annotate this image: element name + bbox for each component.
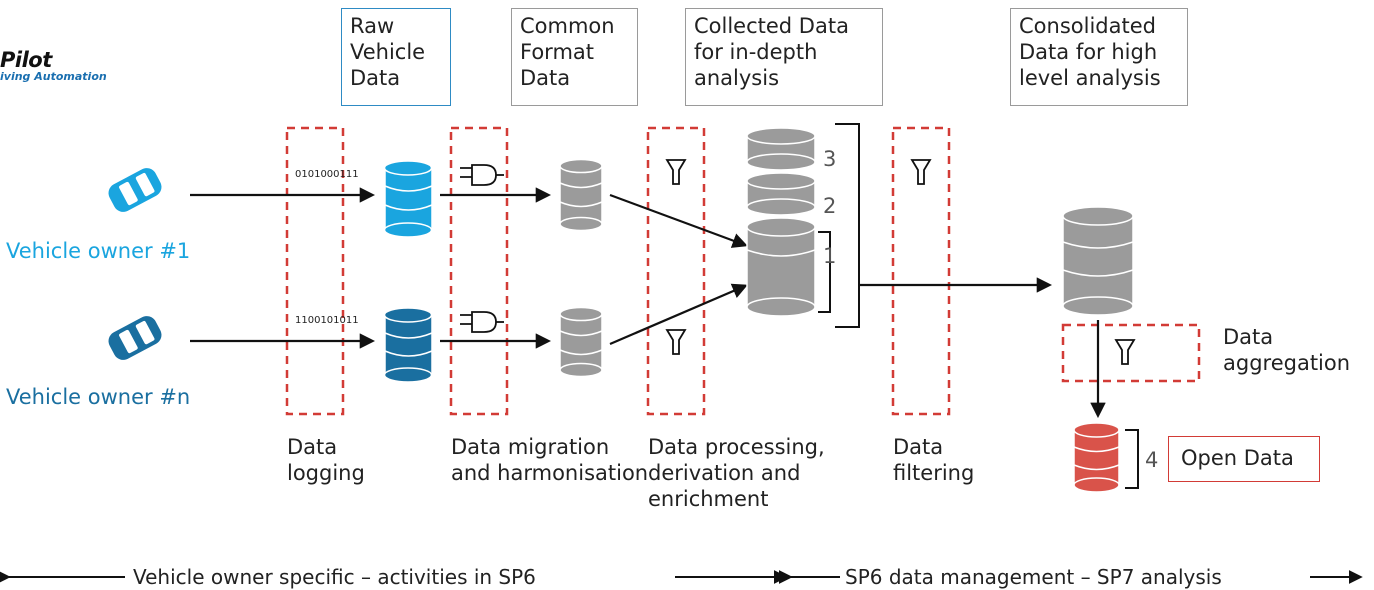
raw-db-owner-1-icon [383,160,433,238]
data-aggregation-dashed-box [1061,323,1201,383]
step-logging-label: Data logging [287,435,365,485]
data-processing-dashed-box [646,126,706,416]
funnel-icon-processing-top [665,159,687,185]
funnel-icon-processing-bottom [665,329,687,355]
data-migration-dashed-box [449,126,509,416]
data-logging-dashed-box [285,126,345,416]
collected-data-label: Collected Data for in-depth analysis [685,8,883,106]
bracket-collected-all [835,123,860,328]
step-aggregation-label: Data aggregation [1223,325,1351,375]
bits-owner-n: 1100101011 [295,315,359,326]
bits-owner-1: 0101000111 [295,169,359,180]
funnel-icon-aggregation [1114,339,1136,365]
open-data-number: 4 [1145,448,1159,472]
vehicle-owner-1-car-icon [105,164,165,216]
footer-right-label: SP6 data management – SP7 analysis [845,565,1222,589]
bracket-db-1 [818,231,831,313]
stack-number-3: 3 [823,147,837,171]
stack-number-1: 1 [823,244,837,268]
bracket-open-data [1125,429,1139,489]
logo-subtitle: iving Automation [0,70,107,83]
data-filtering-dashed-box [891,126,951,416]
collected-db-1-icon [746,217,816,317]
vehicle-owner-n-car-icon [105,312,165,364]
converter-icon-n [460,311,504,333]
step-migration-label: Data migration and harmonisation [451,435,649,485]
footer-left-label: Vehicle owner specific – activities in S… [133,565,536,589]
common-db-n-icon [559,306,603,378]
consolidated-db-icon [1062,206,1134,316]
converter-icon-1 [460,164,504,186]
raw-vehicle-data-label: Raw Vehicle Data [341,8,451,106]
common-db-1-icon [559,158,603,232]
vehicle-owner-n-label: Vehicle owner #n [6,385,191,409]
logo-title: Pilot [0,48,52,72]
stack-number-2: 2 [823,194,837,218]
raw-db-owner-n-icon [383,307,433,383]
collected-db-2-icon [746,172,816,216]
common-format-data-label: Common Format Data [511,8,638,106]
consolidated-data-label: Consolidated Data for high level analysi… [1010,8,1188,106]
vehicle-owner-1-label: Vehicle owner #1 [6,239,191,263]
step-processing-label: Data processing, derivation and enrichme… [648,435,825,511]
open-data-label: Open Data [1168,436,1320,482]
step-filtering-label: Data filtering [893,435,975,485]
open-data-db-icon [1073,422,1120,493]
funnel-icon-filtering [910,159,932,185]
collected-db-3-icon [746,127,816,171]
